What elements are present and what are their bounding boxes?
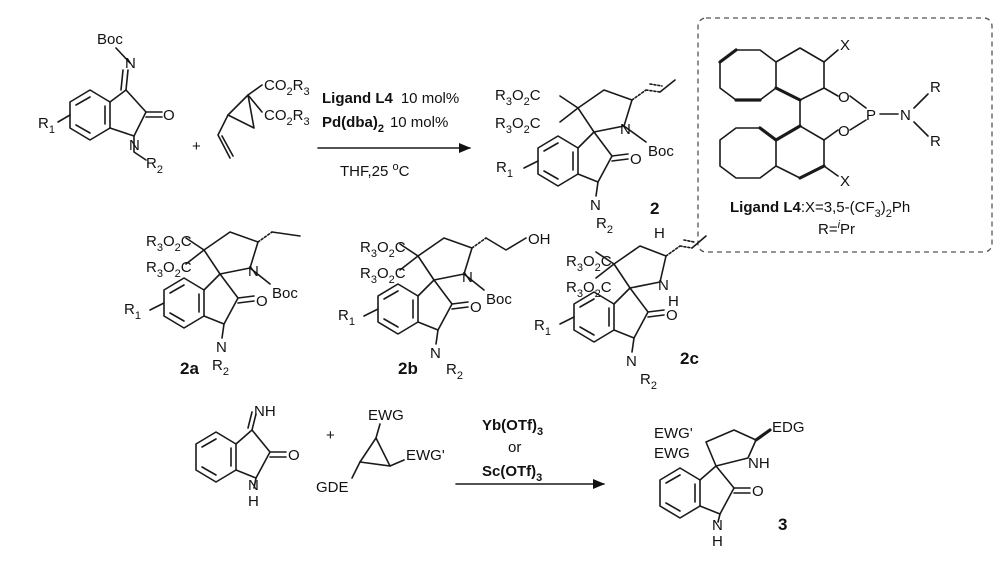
product3-o: O (752, 483, 764, 500)
plus-sign-1: + (192, 138, 201, 155)
product3-nh: NH (748, 455, 770, 472)
ligand-r-definition: R=iPr (818, 219, 855, 238)
c2a-boc-label: Boc (272, 285, 298, 302)
c2c-h-label: H (654, 225, 665, 242)
boc-label: Boc (97, 31, 123, 48)
product2-o-label: O (630, 151, 642, 168)
ligand-r-bottom: R (930, 133, 941, 150)
ligand-r-top: R (930, 79, 941, 96)
vinylcyclopropane-reactant (217, 84, 263, 159)
compound-2b-label: 2b (398, 359, 418, 378)
c2c-ester-bottom: R3O2C (566, 279, 612, 300)
c2b-o-label: O (470, 299, 482, 316)
c2a-r2-label: R2 (212, 357, 229, 378)
product2-ester-top: R3O2C (495, 87, 541, 108)
cp-ester-a-label: CO2R3 (264, 77, 310, 98)
compound-2-label: 2 (650, 199, 659, 218)
ligand-o-bottom: O (838, 123, 850, 140)
compound-2c-label: 2c (680, 349, 699, 368)
ligand-x-bottom: X (840, 173, 850, 190)
product3-edg: EDG (772, 419, 805, 436)
ligand-l4-structure (718, 47, 929, 180)
c2a-ester-top: R3O2C (146, 233, 192, 254)
c2b-n-label: N (462, 269, 473, 286)
cp-ester-b-label: CO2R3 (264, 107, 310, 128)
donor-acceptor-cyclopropane (351, 423, 405, 479)
compound-3-label: 3 (778, 515, 787, 534)
plus-sign-2: + (326, 427, 335, 444)
r1-label: R1 (38, 115, 55, 136)
c2a-n-label: N (248, 263, 259, 280)
compound-2c-structure (559, 235, 707, 353)
product3-ewg-prime: EWG' (654, 425, 693, 442)
ketimine-n-label: N (248, 477, 259, 494)
compound-2a-structure (149, 231, 301, 339)
product2-n-label: N (620, 121, 631, 138)
c2c-ring-n-label: N (626, 353, 637, 370)
imine-n-label: N (125, 55, 136, 72)
c2a-ester-bottom: R3O2C (146, 259, 192, 280)
c2b-r2-label: R2 (446, 361, 463, 382)
cp-ewg-label: EWG (368, 407, 404, 424)
r2-label: R2 (146, 155, 163, 176)
cp-ewg-prime-label: EWG' (406, 447, 445, 464)
product2-r2-label: R2 (596, 215, 613, 236)
product2-r1-label: R1 (496, 159, 513, 180)
product3-h: H (712, 533, 723, 550)
ligand-p-label: P (866, 107, 876, 124)
c2c-r1-label: R1 (534, 317, 551, 338)
catalyst-sc: Sc(OTf)3 (482, 463, 542, 484)
c2b-oh-label: OH (528, 231, 551, 248)
c2b-r1-label: R1 (338, 307, 355, 328)
product2-ester-bottom: R3O2C (495, 115, 541, 136)
product-3-structure (659, 428, 772, 523)
ketimine-o-label: O (288, 447, 300, 464)
c2c-o-label: O (666, 307, 678, 324)
c2a-r1-label: R1 (124, 301, 141, 322)
c2b-ester-top: R3O2C (360, 239, 406, 260)
isatin-ketimine-reactant (195, 411, 287, 489)
c2a-ring-n-label: N (216, 339, 227, 356)
c2b-ester-bottom: R3O2C (360, 265, 406, 286)
c2b-boc-label: Boc (486, 291, 512, 308)
product3-ewg: EWG (654, 445, 690, 462)
product2-ring-n-label: N (590, 197, 601, 214)
isatin-imine-reactant (57, 47, 163, 161)
compound-2b-structure (363, 237, 527, 345)
ligand-caption: Ligand L4:X=3,5-(CF3)2Ph (730, 199, 910, 220)
condition-solvent-temp: THF,25 oC (340, 161, 410, 180)
catalyst-or: or (508, 439, 521, 456)
cp-gde-label: GDE (316, 479, 349, 496)
ligand-o-top: O (838, 89, 850, 106)
c2c-ester-top: R3O2C (566, 253, 612, 274)
catalyst-yb: Yb(OTf)3 (482, 417, 543, 438)
carbonyl-o-label: O (163, 107, 175, 124)
ligand-n-label: N (900, 107, 911, 124)
c2b-ring-n-label: N (430, 345, 441, 362)
ketimine-h-label: H (248, 493, 259, 510)
product2-boc-label: Boc (648, 143, 674, 160)
product3-n: N (712, 517, 723, 534)
ring-n-label: N (129, 137, 140, 154)
product-2-structure (523, 79, 676, 197)
ligand-x-top: X (840, 37, 850, 54)
compound-2a-label: 2a (180, 359, 199, 378)
c2c-r2-label: R2 (640, 371, 657, 392)
c2c-nh-h-label: H (668, 293, 679, 310)
ligand-l4-box (697, 17, 993, 253)
c2a-o-label: O (256, 293, 268, 310)
ketimine-nh-label: NH (254, 403, 276, 420)
c2c-n-label: N (658, 277, 669, 294)
